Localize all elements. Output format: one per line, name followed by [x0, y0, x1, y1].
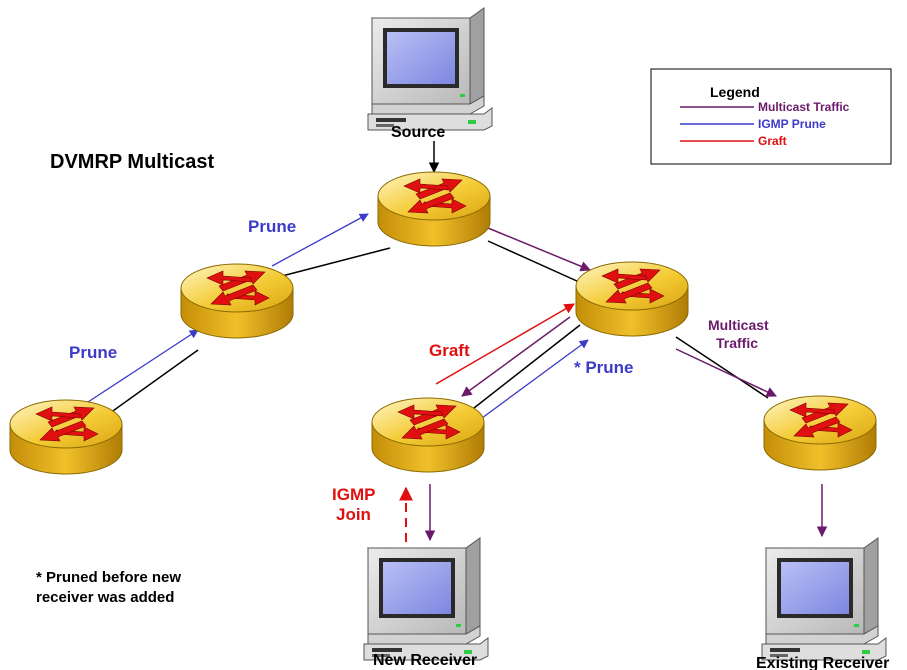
multicast-traffic-label-line1: Multicast: [708, 317, 769, 333]
multicast-center-to-lowmid: [461, 316, 571, 397]
computer-icon: [761, 537, 887, 661]
multicast-top-to-center: [487, 227, 591, 272]
router-icon: [763, 395, 877, 471]
graft-arrows: [399, 303, 575, 542]
router-icon: [9, 399, 123, 475]
prune-arrows: [87, 213, 589, 419]
router-icon: [371, 397, 485, 473]
prune-label-lower: Prune: [69, 343, 117, 362]
router-icon: [180, 263, 294, 339]
legend-label-graft: Graft: [758, 134, 787, 148]
multicast-center-to-right: [675, 348, 777, 397]
legend-label-prune: IGMP Prune: [758, 117, 826, 131]
prune-left-to-midleft: [87, 329, 199, 403]
diagram-title: DVMRP Multicast: [50, 151, 214, 173]
graft-label: Graft: [429, 341, 470, 360]
router-icon: [377, 171, 491, 247]
computer-icon: [367, 7, 493, 131]
multicast-arrows: [424, 227, 828, 542]
legend-label-multicast: Multicast Traffic: [758, 100, 850, 114]
igmp-join-label-line2: Join: [336, 505, 371, 524]
network-links: [109, 141, 769, 414]
new-receiver-label: New Receiver: [373, 652, 477, 669]
star-prune-label: * Prune: [574, 358, 634, 377]
prune-label-upper: Prune: [248, 217, 296, 236]
link-center-to-right: [675, 336, 769, 399]
source-label: Source: [391, 124, 445, 141]
link-center-to-lowmid: [473, 324, 581, 409]
router-icon: [575, 261, 689, 337]
link-midleft-to-top: [281, 247, 391, 277]
legend: Legend Multicast Traffic IGMP Prune Graf…: [650, 68, 892, 165]
footnote-line2: receiver was added: [36, 589, 174, 606]
computer-icon: [363, 537, 489, 661]
legend-title: Legend: [710, 84, 760, 100]
link-top-to-center: [487, 240, 589, 287]
existing-receiver-label: Existing Receiver: [756, 655, 889, 670]
multicast-traffic-label-line2: Traffic: [716, 335, 758, 351]
prune-midleft-to-top: [271, 213, 369, 267]
footnote-line1: * Pruned before new: [36, 569, 181, 586]
prune-lowmid-to-center: [481, 339, 589, 419]
igmp-join-label-line1: IGMP: [332, 485, 375, 504]
legend-box: [650, 68, 892, 165]
graft-lowmid-to-center: [435, 303, 575, 385]
link-left-to-midleft: [109, 349, 199, 414]
